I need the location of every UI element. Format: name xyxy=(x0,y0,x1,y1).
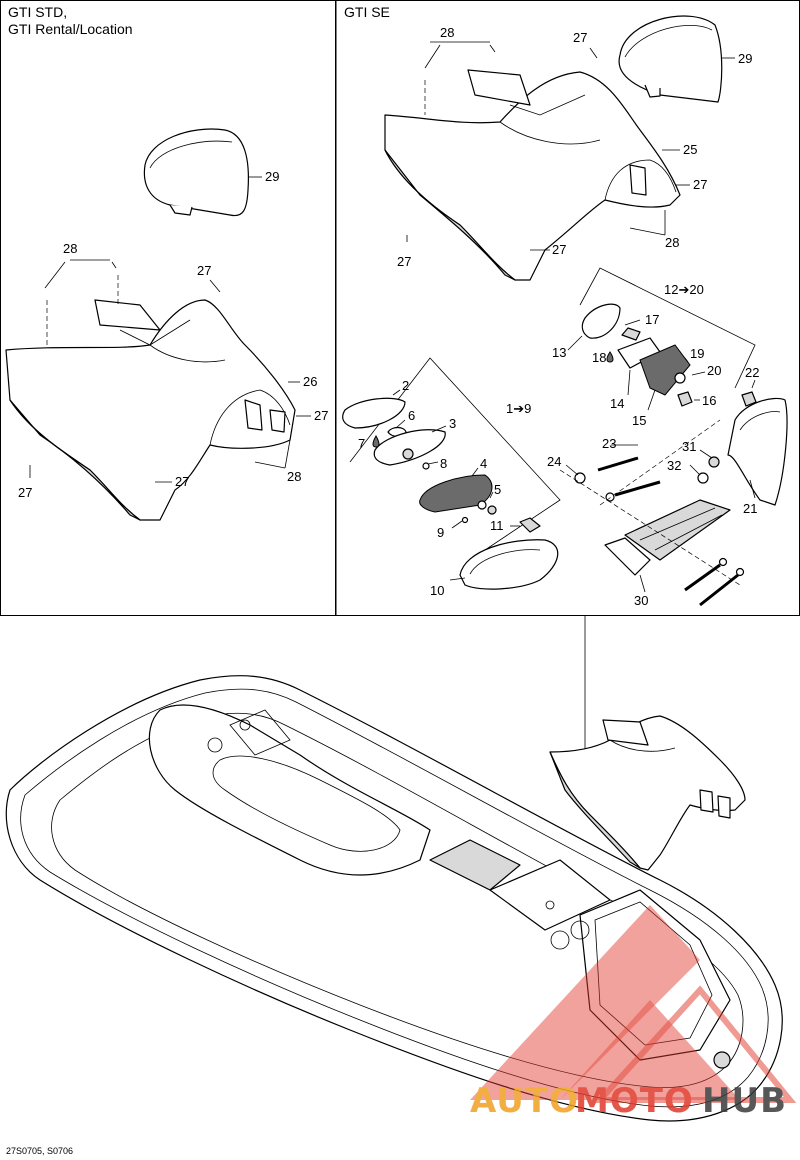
right-panel-title: GTI SE xyxy=(344,4,390,20)
callout-27-left-bottom-b: 27 xyxy=(175,474,189,489)
diagram-reference-code: 27S0705, S0706 xyxy=(6,1146,73,1156)
seat-cushion-right xyxy=(618,15,723,103)
callout-15: 15 xyxy=(632,413,646,428)
callout-27-right-mid: 27 xyxy=(693,177,707,192)
storage-bin-std xyxy=(5,299,296,521)
watermark-hub: HUB xyxy=(702,1081,787,1121)
callout-27-right-top: 27 xyxy=(573,30,587,45)
seat-cushion-left xyxy=(143,128,249,217)
watermark-auto: AUTO xyxy=(470,1081,579,1121)
callout-32: 32 xyxy=(667,458,681,473)
left-panel-title-line1: GTI STD, xyxy=(8,4,67,20)
callout-28-right-bottom: 28 xyxy=(665,235,679,250)
callout-30: 30 xyxy=(634,593,648,608)
callout-27-right-center: 27 xyxy=(552,242,566,257)
callout-16: 16 xyxy=(702,393,716,408)
callout-23: 23 xyxy=(602,436,616,451)
storage-bin-assembled xyxy=(549,715,746,871)
callout-2: 2 xyxy=(402,378,409,393)
callout-8: 8 xyxy=(440,456,447,471)
watermark-moto: MOTO xyxy=(575,1081,694,1121)
callout-10: 10 xyxy=(430,583,444,598)
automotohub-watermark-logo: AUTO MOTO HUB xyxy=(470,905,797,1121)
left-panel-frame xyxy=(0,0,336,616)
hull-deck xyxy=(5,675,783,1122)
callout-11: 11 xyxy=(490,518,504,533)
callout-14: 14 xyxy=(610,396,624,411)
callout-27-right-left: 27 xyxy=(397,254,411,269)
callout-27-left-top: 27 xyxy=(197,263,211,278)
callout-25: 25 xyxy=(683,142,697,157)
callout-29-right: 29 xyxy=(738,51,752,66)
callout-27-left-right: 27 xyxy=(314,408,328,423)
callout-26: 26 xyxy=(303,374,317,389)
callout-21: 21 xyxy=(743,501,757,516)
callout-12-20: 12➔20 xyxy=(664,282,704,297)
glovebox-cover-parts xyxy=(342,397,559,590)
callout-29-left: 29 xyxy=(265,169,279,184)
callout-1-9: 1➔9 xyxy=(506,401,531,416)
callout-4: 4 xyxy=(480,456,487,471)
callout-6: 6 xyxy=(408,408,415,423)
storage-bin-se xyxy=(384,69,681,281)
callout-27-left-bottom-a: 27 xyxy=(18,485,32,500)
latch-parts xyxy=(581,303,757,407)
callout-31: 31 xyxy=(682,439,696,454)
callout-20: 20 xyxy=(707,363,721,378)
support-parts xyxy=(559,397,788,607)
callout-5: 5 xyxy=(494,482,501,497)
callout-28-left-bottom: 28 xyxy=(287,469,301,484)
callout-28-left: 28 xyxy=(63,241,77,256)
callout-3: 3 xyxy=(449,416,456,431)
group-bracket-12-20 xyxy=(579,267,756,389)
callout-18: 18 xyxy=(592,350,606,365)
callout-17: 17 xyxy=(645,312,659,327)
callout-24: 24 xyxy=(547,454,561,469)
callout-22: 22 xyxy=(745,365,759,380)
callout-9: 9 xyxy=(437,525,444,540)
callout-19: 19 xyxy=(690,346,704,361)
left-panel-title-line2: GTI Rental/Location xyxy=(8,21,133,37)
callout-13: 13 xyxy=(552,345,566,360)
callout-7: 7 xyxy=(358,436,365,451)
callout-28-right-top: 28 xyxy=(440,25,454,40)
